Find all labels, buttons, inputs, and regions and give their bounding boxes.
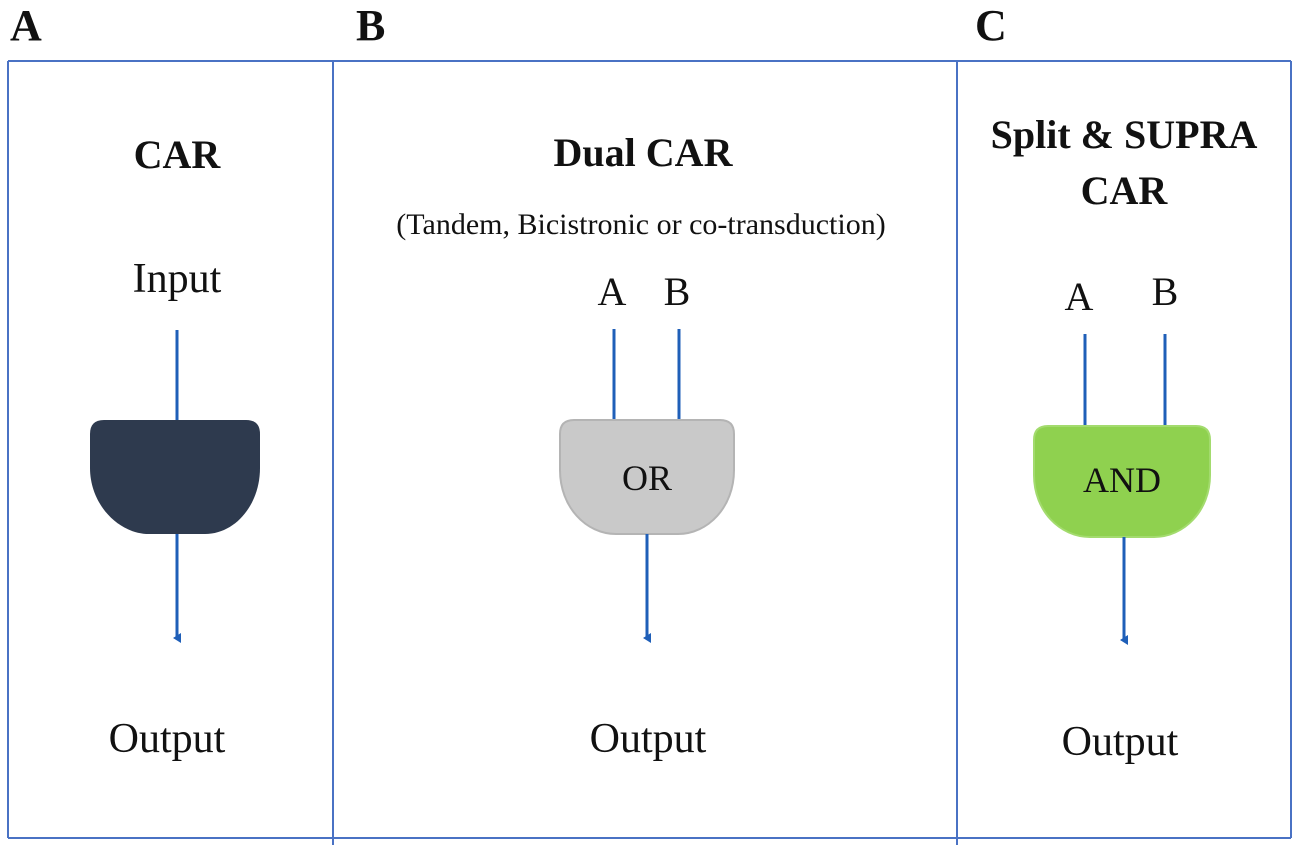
panel-a-car-gate: [90, 420, 260, 534]
panel-b-input-b-label: B: [664, 269, 691, 314]
panel-letter-c: C: [975, 1, 1007, 50]
panel-c-title-line-2: CAR: [1081, 168, 1169, 213]
panel-c-output-label: Output: [1062, 719, 1179, 765]
panel-c-input-b-label: B: [1152, 269, 1179, 314]
panel-a: CAR Input Output: [90, 132, 260, 762]
panel-b-gate-label: OR: [622, 458, 672, 498]
panel-letter-a: A: [10, 1, 42, 50]
panel-b: Dual CAR (Tandem, Bicistronic or co-tran…: [396, 130, 885, 762]
panel-c-input-a-label: A: [1065, 274, 1094, 319]
panel-a-input-label: Input: [133, 256, 222, 302]
panel-b-title: Dual CAR: [554, 130, 734, 175]
panel-c-and-gate: [1033, 425, 1211, 538]
panel-b-subtitle: (Tandem, Bicistronic or co-transduction): [396, 208, 885, 241]
panel-letter-b: B: [356, 1, 386, 50]
panel-c: Split & SUPRA CAR A B AND Output: [991, 112, 1258, 765]
panel-a-title: CAR: [134, 132, 222, 177]
panel-c-title-line-1: Split & SUPRA: [991, 112, 1258, 157]
panel-b-or-gate: [559, 419, 735, 535]
panel-c-gate-label: AND: [1083, 460, 1161, 500]
panel-b-input-a-label: A: [598, 269, 627, 314]
panel-b-output-label: Output: [590, 716, 707, 762]
panel-frame: [7, 60, 1292, 845]
panel-a-output-label: Output: [109, 716, 226, 762]
